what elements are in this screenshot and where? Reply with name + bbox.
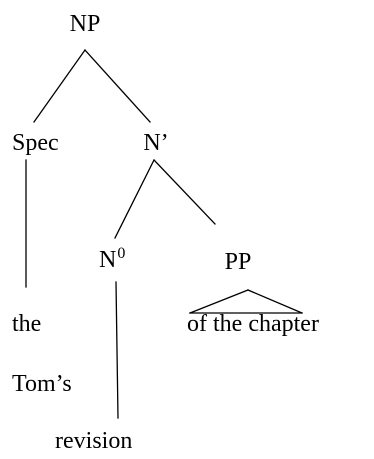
leaf-determiner-the: the (12, 311, 42, 337)
node-pp: PP (224, 249, 252, 275)
triangle-right-side (247, 289, 303, 314)
branch-nbar-n0 (114, 159, 155, 239)
leaf-pp-content: of the chapter (187, 311, 319, 337)
leaf-determiner-toms: Tom’s (12, 371, 72, 397)
branch-np-spec (33, 49, 86, 123)
node-n0: N0 (99, 245, 126, 273)
leaf-head-revision: revision (55, 428, 133, 454)
branch-nbar-pp (153, 159, 216, 225)
node-spec: Spec (12, 130, 59, 156)
branch-n0-head (115, 281, 119, 419)
branch-np-nbar (84, 49, 151, 123)
node-n-bar: N’ (143, 130, 169, 156)
node-n0-superscript: 0 (117, 245, 126, 262)
triangle-left-side (189, 289, 249, 314)
node-n0-base: N (99, 247, 117, 273)
node-np: NP (69, 11, 101, 37)
